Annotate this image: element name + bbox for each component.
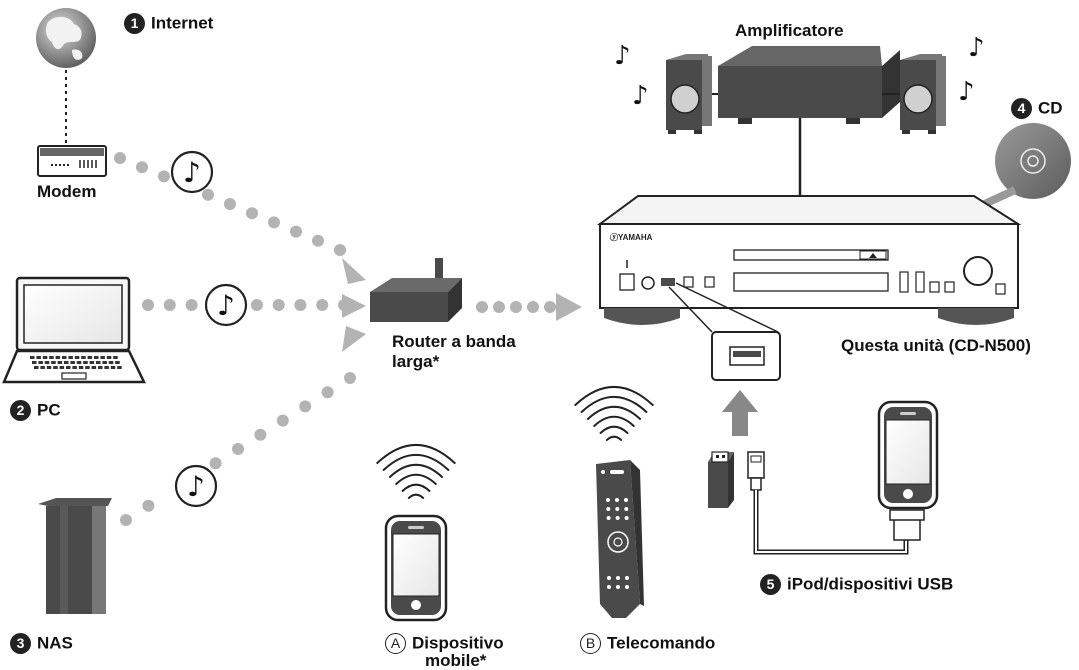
usb-devices-label: 5 iPod/dispositivi USB: [760, 574, 954, 596]
connection-dot: [544, 301, 556, 313]
label-text: CD: [1038, 98, 1063, 118]
connection-dot: [476, 301, 488, 313]
usb-port-icon: [668, 282, 781, 381]
connection-arrow: [342, 294, 366, 318]
speaker-icon: [900, 54, 946, 134]
brand-logo: ⓨYAMAHA: [610, 232, 653, 242]
connection-dot: [321, 386, 334, 399]
svg-text:♪: ♪: [187, 470, 205, 503]
connection-dot: [232, 443, 244, 455]
nas-icon: [38, 498, 112, 614]
cd-disc-icon: [995, 123, 1071, 199]
speaker-icon: [666, 54, 712, 134]
connection-arrow: [556, 293, 582, 321]
usb-cable: [747, 451, 925, 555]
label-text: Internet: [151, 13, 214, 33]
label-text: PC: [37, 400, 61, 420]
router-label-line1: Router a banda: [392, 332, 516, 351]
letter-badge: B: [580, 633, 601, 655]
number-badge: 4: [1011, 98, 1032, 120]
connection-dot: [185, 299, 198, 311]
dotted-network-links: [114, 152, 582, 526]
internet-label: 1 Internet: [124, 13, 214, 35]
mobile-label: A Dispositivo: [385, 633, 504, 655]
connection-dot: [142, 499, 155, 512]
ipod-icon: [877, 400, 939, 510]
connection-dot: [136, 161, 148, 174]
connection-dot: [202, 188, 214, 201]
connection-dot: [254, 428, 267, 441]
laptop-icon: [2, 276, 146, 384]
connection-dot: [142, 299, 154, 311]
connection-dot: [114, 152, 126, 164]
wifi-signal-icon: [376, 385, 654, 499]
connection-dot: [276, 414, 289, 427]
connection-dot: [272, 299, 285, 311]
number-badge: 2: [10, 400, 31, 422]
connection-dot: [224, 198, 236, 210]
connection-dot: [312, 234, 324, 247]
cd-n500-unit: ⓨYAMAHA: [596, 195, 1022, 325]
connection-dot: [527, 301, 539, 313]
svg-text:♪: ♪: [968, 33, 985, 63]
remote-icon: [596, 460, 644, 618]
connection-dot: [344, 372, 356, 384]
cd-label: 4 CD: [1011, 98, 1063, 120]
number-badge: 5: [760, 574, 781, 596]
amplifier-label: Amplificatore: [735, 21, 844, 40]
router-icon: [370, 258, 462, 322]
nas-label: 3 NAS: [10, 633, 73, 655]
connection-dot: [163, 299, 176, 311]
globe-icon: [36, 8, 96, 68]
connection-dot: [246, 207, 258, 220]
connection-dot: [268, 216, 280, 229]
svg-text:♪: ♪: [614, 41, 631, 71]
connection-dot: [158, 170, 170, 183]
connection-dot: [299, 400, 312, 413]
remote-label: B Telecomando: [580, 633, 716, 655]
connection-dot: [209, 457, 222, 470]
label-text: Telecomando: [607, 633, 716, 653]
connection-dot: [120, 514, 132, 526]
music-note-icon: ♪ ♪ ♪: [170, 150, 248, 508]
connection-dot: [334, 244, 346, 256]
pc-label: 2 PC: [10, 400, 61, 422]
music-note-icon: ♪ ♪ ♪ ♪: [614, 33, 985, 111]
label-text: NAS: [37, 633, 73, 653]
connection-dot: [316, 299, 329, 311]
connection-arrow: [342, 326, 366, 352]
mobile-label-line2: mobile*: [425, 651, 487, 670]
usb-insert-arrow: [722, 390, 758, 436]
smartphone-icon: [384, 514, 448, 622]
connection-dot: [510, 301, 522, 313]
label-text: Dispositivo: [412, 633, 504, 653]
modem-icon: [37, 145, 107, 177]
unit-label: Questa unità (CD-N500): [841, 336, 1031, 355]
svg-text:♪: ♪: [958, 77, 975, 107]
number-badge: 3: [10, 633, 31, 655]
connection-dot: [290, 225, 302, 238]
connection-dot: [250, 299, 263, 311]
connection-dot: [493, 301, 505, 313]
svg-text:♪: ♪: [183, 156, 201, 189]
modem-label: Modem: [37, 182, 97, 201]
connection-arrow: [342, 258, 366, 284]
amplifier-icon: [718, 46, 900, 124]
letter-badge: A: [385, 633, 406, 655]
connection-dot: [294, 299, 307, 311]
label-text: iPod/dispositivi USB: [787, 574, 954, 594]
number-badge: 1: [124, 13, 145, 35]
router-label-line2: larga*: [392, 352, 440, 371]
usb-stick-icon: [708, 451, 734, 508]
svg-text:♪: ♪: [632, 81, 649, 111]
svg-text:♪: ♪: [217, 289, 235, 322]
